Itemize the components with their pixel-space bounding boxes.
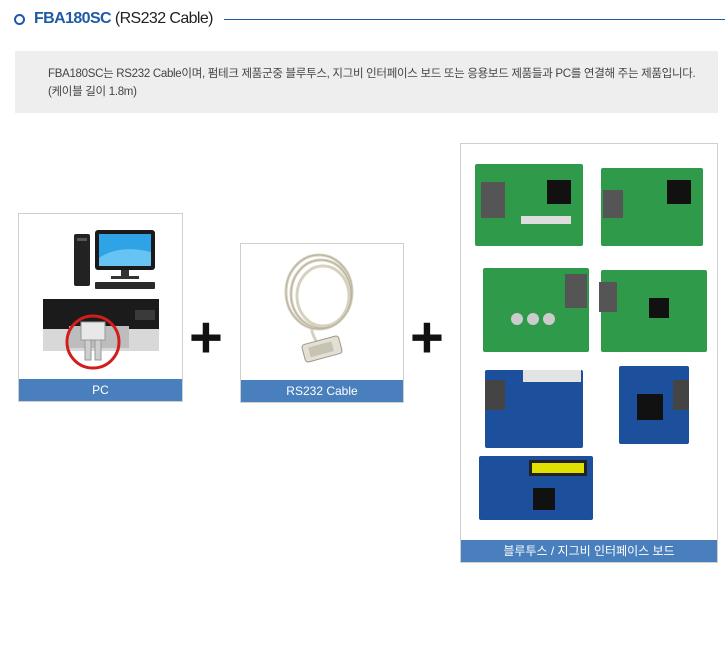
product-code: FBA180SC xyxy=(34,10,112,27)
pc-card: PC xyxy=(18,213,183,402)
description-box: FBA180SC는 RS232 Cable이며, 펌테크 제품군중 블루투스, … xyxy=(15,51,718,113)
rs232-cable-image xyxy=(284,253,354,363)
plus-icon: + xyxy=(189,305,223,370)
page-title: FBA180SC (RS232 Cable) xyxy=(34,8,214,30)
circle-bullet-icon xyxy=(14,14,25,25)
cable-card: RS232 Cable xyxy=(240,243,404,403)
boards-caption: 블루투스 / 지그비 인터페이스 보드 xyxy=(461,540,717,562)
description-line-1: FBA180SC는 RS232 Cable이며, 펌테크 제품군중 블루투스, … xyxy=(48,68,696,80)
pc-image xyxy=(43,230,159,370)
cable-caption: RS232 Cable xyxy=(241,380,403,402)
product-subtitle: (RS232 Cable) xyxy=(114,10,214,27)
boards-image xyxy=(475,164,707,520)
boards-card: 블루투스 / 지그비 인터페이스 보드 xyxy=(460,143,718,563)
plus-icon: + xyxy=(410,305,444,370)
description-line-2: (케이블 길이 1.8m) xyxy=(48,86,137,98)
title-divider xyxy=(224,19,725,20)
section-header: FBA180SC (RS232 Cable) xyxy=(14,8,725,32)
pc-caption: PC xyxy=(19,379,182,401)
